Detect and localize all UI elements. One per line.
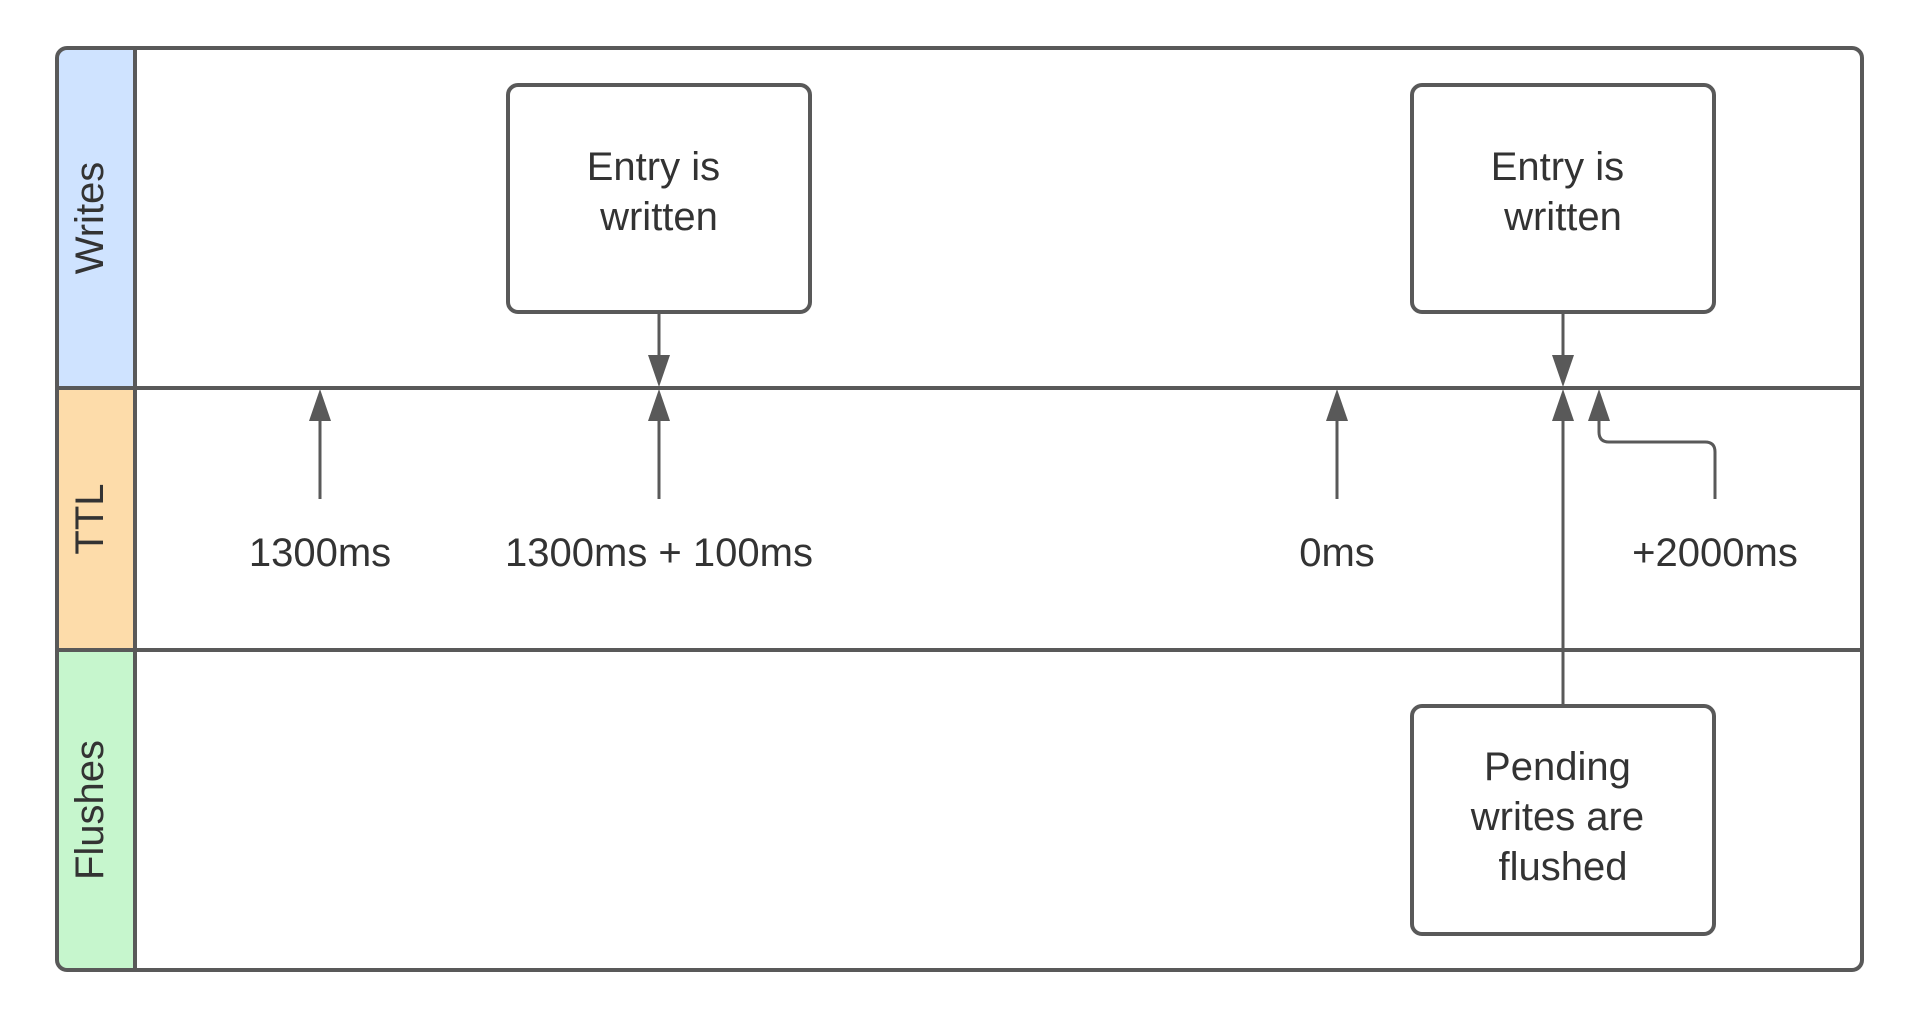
write-box-2: Entry is written bbox=[1410, 83, 1716, 314]
lane-label-writes: Writes bbox=[68, 162, 112, 275]
write-box-1-line-2: written bbox=[599, 195, 718, 239]
write-box-1-line-1: Entry is bbox=[587, 145, 720, 189]
write-2-down-arrowhead bbox=[1552, 355, 1574, 387]
flush-box-line-1: Pending bbox=[1484, 745, 1631, 789]
lane-header-flushes bbox=[57, 650, 135, 970]
write-box-1-text: Entry is written bbox=[587, 145, 731, 239]
lane-headers bbox=[57, 48, 135, 970]
flush-box: Pending writes are flushed bbox=[1410, 704, 1716, 936]
flush-box-line-2: writes are bbox=[1470, 795, 1644, 839]
ttl-label-4: +2000ms bbox=[1632, 531, 1798, 575]
ttl-arrow-1-head bbox=[309, 389, 331, 421]
ttl-label-3: 0ms bbox=[1299, 531, 1375, 575]
write-box-1: Entry is written bbox=[506, 83, 812, 314]
flush-box-text: Pending writes are flushed bbox=[1470, 745, 1656, 889]
pool-border bbox=[55, 46, 1864, 972]
lane-label-ttl: TTL bbox=[68, 483, 112, 554]
flush-box-line-3: flushed bbox=[1499, 845, 1628, 889]
write-box-2-line-1: Entry is bbox=[1491, 145, 1624, 189]
lane-header-ttl bbox=[57, 388, 135, 650]
pool-frame bbox=[55, 46, 1864, 972]
write-1-down-arrowhead bbox=[648, 355, 670, 387]
write-box-2-line-2: written bbox=[1503, 195, 1622, 239]
write-connectors bbox=[648, 312, 1574, 387]
ttl-arrows bbox=[309, 389, 1717, 499]
lane-label-flushes: Flushes bbox=[68, 740, 112, 880]
flush-up-arrowhead bbox=[1552, 389, 1574, 421]
write-box-2-text: Entry is written bbox=[1491, 145, 1635, 239]
ttl-arrow-4-bent-shaft bbox=[1597, 418, 1717, 499]
ttl-arrow-3-head bbox=[1326, 389, 1348, 421]
ttl-label-2: 1300ms + 100ms bbox=[505, 531, 813, 575]
ttl-arrow-4-head bbox=[1588, 389, 1610, 421]
ttl-label-1: 1300ms bbox=[249, 531, 391, 575]
flush-connector bbox=[1552, 389, 1574, 706]
ttl-arrow-2-head bbox=[648, 389, 670, 421]
lane-header-writes bbox=[57, 48, 135, 388]
